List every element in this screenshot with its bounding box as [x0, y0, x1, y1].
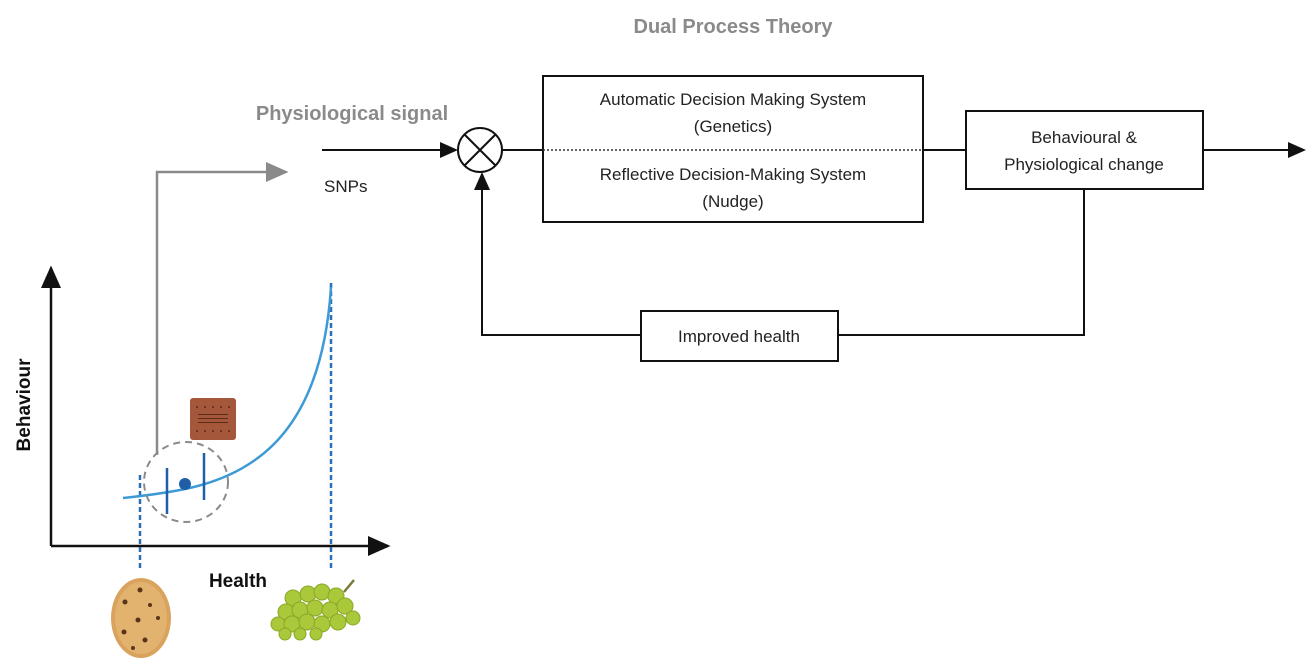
change-label-line1: Behavioural &: [1031, 128, 1138, 147]
feedback-line-right: [838, 189, 1085, 336]
cookie-icon: [111, 578, 171, 658]
grapes-icon: [270, 579, 361, 641]
diagram-title: Dual Process Theory: [634, 16, 834, 38]
biscuit-icon: [190, 398, 236, 440]
graph-to-snps-arrow: [155, 162, 289, 455]
decision-system-box: Automatic Decision Making System (Geneti…: [542, 75, 924, 223]
improved-health-label: Improved health: [678, 327, 800, 346]
reflective-system-label: Reflective Decision-Making System: [600, 165, 866, 184]
x-axis-label: Health: [209, 571, 267, 592]
snps-label: SNPs: [324, 177, 367, 196]
behavioural-change-box: Behavioural & Physiological change: [965, 110, 1204, 190]
focus-circle: [143, 441, 229, 523]
automatic-system-label: Automatic Decision Making System: [600, 90, 866, 109]
current-point-marker: [165, 453, 206, 514]
behaviour-health-curve: [122, 286, 333, 500]
reflective-system-sublabel: (Nudge): [702, 192, 763, 211]
feedback-arrow-left: [474, 172, 641, 336]
y-axis-label: Behaviour: [14, 358, 35, 452]
change-label-line2: Physiological change: [1004, 155, 1164, 174]
physiological-signal-label: Physiological signal: [256, 103, 448, 125]
automatic-system-sublabel: (Genetics): [694, 117, 772, 136]
improved-health-box: Improved health: [640, 310, 839, 362]
summing-junction-icon: [457, 127, 503, 173]
